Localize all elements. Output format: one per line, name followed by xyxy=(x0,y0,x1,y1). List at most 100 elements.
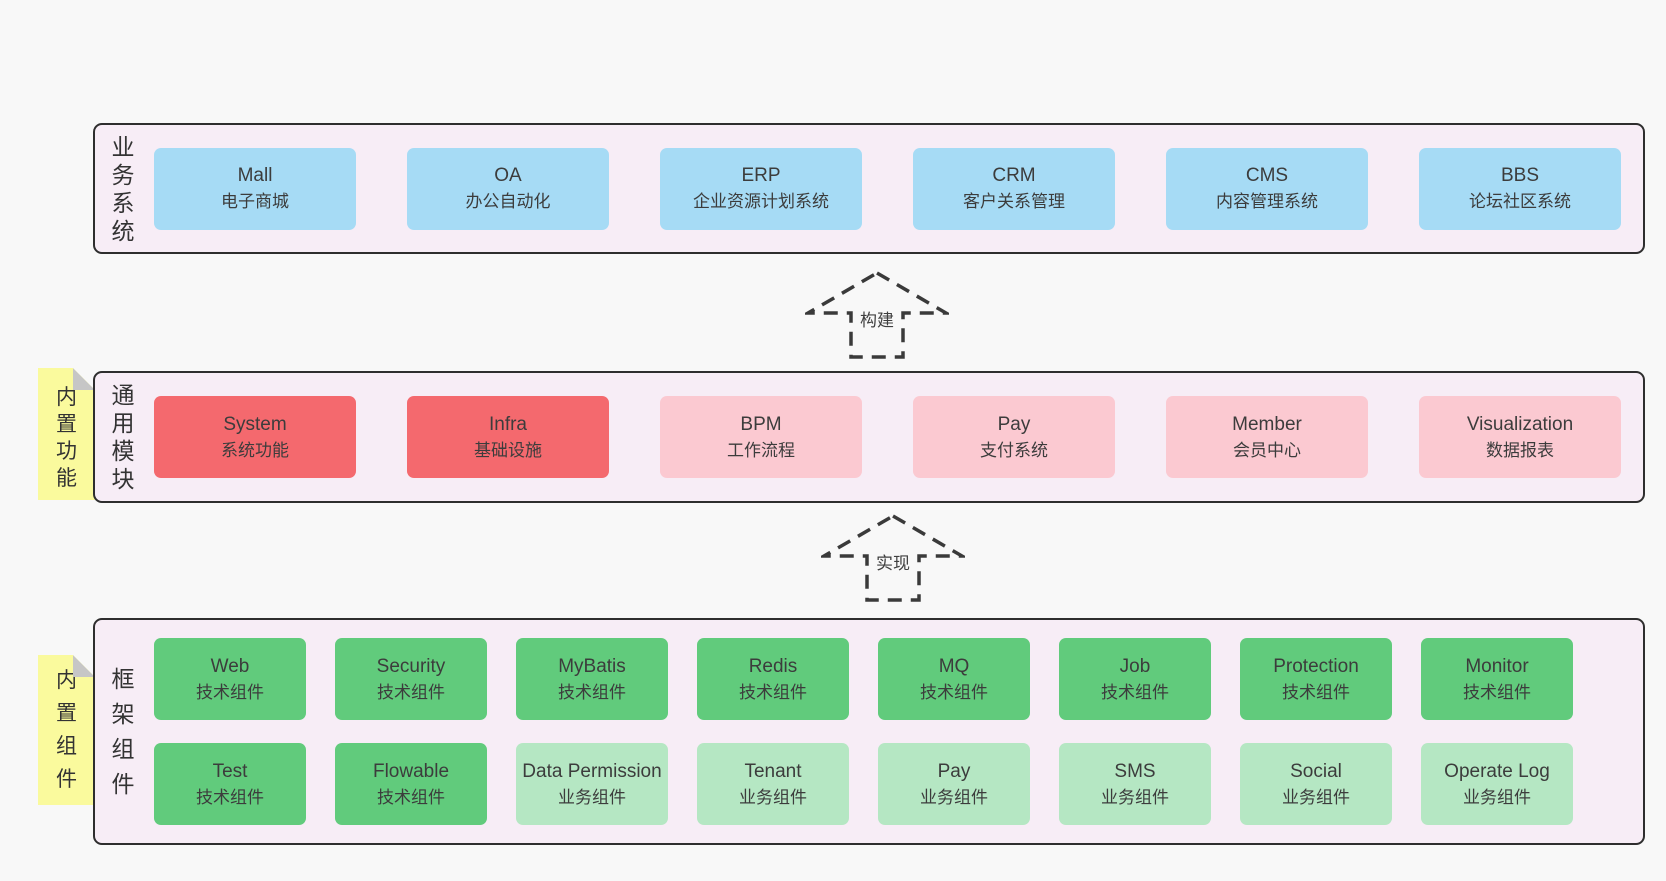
box-subtitle: 技术组件 xyxy=(1101,682,1169,702)
diagram-box-pay: Pay 支付系统 xyxy=(913,396,1115,478)
band-label: 业务系统 xyxy=(111,133,135,244)
diagram-box-flowable: Flowable 技术组件 xyxy=(335,743,487,825)
arrow-label: 实现 xyxy=(876,554,910,573)
box-title: Protection xyxy=(1273,655,1359,677)
box-subtitle: 内容管理系统 xyxy=(1216,192,1318,211)
box-row: Mall 电子商城 OA 办公自动化 ERP 企业资源计划系统 CRM 客户关系管理 CMS 内容… xyxy=(154,147,1621,230)
box-subtitle: 技术组件 xyxy=(196,787,264,807)
diagram-box-tenant: Tenant 业务组件 xyxy=(697,743,849,825)
box-subtitle: 技术组件 xyxy=(377,787,445,807)
box-subtitle: 数据报表 xyxy=(1486,440,1554,460)
box-title: Pay xyxy=(997,413,1031,435)
box-subtitle: 系统功能 xyxy=(221,440,289,460)
box-subtitle: 技术组件 xyxy=(1282,682,1350,702)
box-subtitle: 会员中心 xyxy=(1233,440,1301,460)
sticky-note-label: 内置组件 xyxy=(56,669,77,791)
box-title: Redis xyxy=(748,655,798,677)
box-subtitle: 业务组件 xyxy=(739,787,807,807)
box-subtitle: 技术组件 xyxy=(377,682,445,702)
box-title: Infra xyxy=(488,413,528,435)
box-subtitle: 电子商城 xyxy=(221,192,289,211)
band-label: 通用模块 xyxy=(111,382,135,492)
box-title: BPM xyxy=(740,413,782,435)
box-subtitle: 企业资源计划系统 xyxy=(693,192,829,211)
diagram-box-system: System 系统功能 xyxy=(154,396,356,478)
diagram-box-security: Security 技术组件 xyxy=(335,638,487,720)
box-subtitle: 客户关系管理 xyxy=(963,192,1065,211)
box-title: Social xyxy=(1290,760,1342,782)
diagram-box-mybatis: MyBatis 技术组件 xyxy=(516,638,668,720)
sticky-note-built-in-features: 内置功能 xyxy=(38,368,95,500)
diagram-box-web: Web 技术组件 xyxy=(154,638,306,720)
dashed-up-arrow-build: 构建 xyxy=(805,270,949,360)
up-arrow-icon xyxy=(805,270,949,359)
box-title: Operate Log xyxy=(1444,760,1550,782)
arrow-label: 构建 xyxy=(860,311,894,330)
band-business-systems: 业务系统 Mall 电子商城 OA 办公自动化 ERP 企业资源计划系统 CRM 客户关系管理… xyxy=(93,123,1645,254)
box-subtitle: 技术组件 xyxy=(920,682,988,702)
band-label: 框架组件 xyxy=(111,665,135,797)
box-title: Pay xyxy=(937,760,971,782)
box-subtitle: 支付系统 xyxy=(980,440,1048,460)
diagram-box-data-permission: Data Permission 业务组件 xyxy=(516,743,668,825)
box-title: System xyxy=(223,413,287,435)
folded-corner-icon xyxy=(73,368,95,390)
sticky-note-built-in-components: 内置组件 xyxy=(38,655,95,805)
box-subtitle: 业务组件 xyxy=(920,787,988,807)
diagram-box-pay: Pay 业务组件 xyxy=(878,743,1030,825)
box-subtitle: 技术组件 xyxy=(739,682,807,702)
box-title: MyBatis xyxy=(558,655,626,677)
box-title: Visualization xyxy=(1466,413,1574,435)
box-title: Web xyxy=(210,655,250,677)
box-title: Data Permission xyxy=(522,760,662,782)
up-arrow-icon xyxy=(821,513,965,602)
band-rows: Mall 电子商城 OA 办公自动化 ERP 企业资源计划系统 CRM 客户关系管理 CMS 内容… xyxy=(139,125,1643,252)
box-subtitle: 工作流程 xyxy=(727,440,795,460)
diagram-box-mq: MQ 技术组件 xyxy=(878,638,1030,720)
box-subtitle: 论坛社区系统 xyxy=(1469,192,1571,211)
diagram-box-crm: CRM 客户关系管理 xyxy=(913,147,1115,230)
box-title: MQ xyxy=(938,655,970,677)
diagram-box-redis: Redis 技术组件 xyxy=(697,638,849,720)
diagram-box-infra: Infra 基础设施 xyxy=(407,396,609,478)
box-title: OA xyxy=(494,165,522,186)
diagram-box-oa: OA 办公自动化 xyxy=(407,147,609,230)
box-title: CRM xyxy=(992,165,1036,186)
band-common-modules: 通用模块 System 系统功能 Infra 基础设施 BPM 工作流程 Pay 支付系统 Me… xyxy=(93,371,1645,503)
dashed-up-arrow-implement: 实现 xyxy=(821,513,965,603)
box-subtitle: 业务组件 xyxy=(558,787,626,807)
diagram-box-bbs: BBS 论坛社区系统 xyxy=(1419,147,1621,230)
diagram-box-bpm: BPM 工作流程 xyxy=(660,396,862,478)
diagram-box-social: Social 业务组件 xyxy=(1240,743,1392,825)
box-title: CMS xyxy=(1245,165,1289,186)
box-title: Monitor xyxy=(1465,655,1529,677)
folded-corner-icon xyxy=(73,655,95,677)
diagram-box-visualization: Visualization 数据报表 xyxy=(1419,396,1621,478)
box-title: Mall xyxy=(237,165,273,186)
diagram-box-cms: CMS 内容管理系统 xyxy=(1166,147,1368,230)
box-title: SMS xyxy=(1114,760,1156,782)
box-title: Job xyxy=(1119,655,1151,677)
box-subtitle: 业务组件 xyxy=(1282,787,1350,807)
box-subtitle: 基础设施 xyxy=(474,440,542,460)
box-subtitle: 技术组件 xyxy=(558,682,626,702)
box-subtitle: 技术组件 xyxy=(196,682,264,702)
box-title: Tenant xyxy=(744,760,802,782)
box-title: Security xyxy=(376,655,446,677)
diagram-box-mall: Mall 电子商城 xyxy=(154,147,356,230)
box-title: Flowable xyxy=(372,760,450,782)
sticky-note-label: 内置功能 xyxy=(56,386,77,490)
box-title: ERP xyxy=(741,165,781,186)
box-subtitle: 办公自动化 xyxy=(465,192,551,211)
box-title: BBS xyxy=(1500,165,1540,186)
